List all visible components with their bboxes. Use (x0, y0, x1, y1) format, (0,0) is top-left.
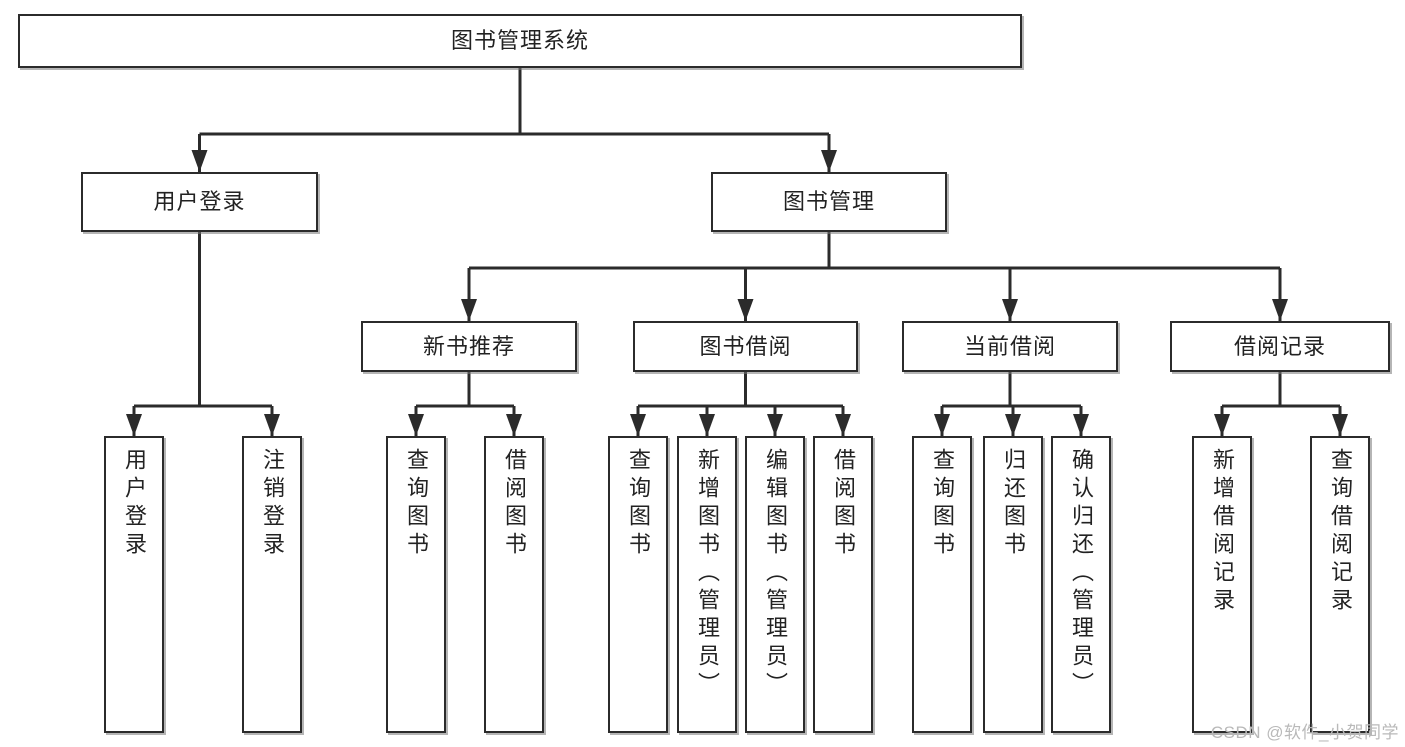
arrowhead-bookmgr (821, 150, 837, 172)
node-label: 图书管理 (782, 189, 875, 215)
node-label: 图书借阅 (699, 333, 792, 359)
node-label: 查询借阅记录 (1328, 448, 1353, 616)
node-leaf-user-logout[interactable]: 注销登录 (242, 436, 302, 733)
arrowhead-leaf-cu-confirm (1073, 414, 1089, 436)
node-label: 用户登录 (153, 189, 246, 215)
node-leaf-cu-return[interactable]: 归还图书 (983, 436, 1043, 733)
node-current[interactable]: 当前借阅 (902, 321, 1118, 372)
arrowhead-leaf-bo-borrow (835, 414, 851, 436)
arrowhead-current (1002, 299, 1018, 321)
arrowhead-leaf-re-add (1214, 414, 1230, 436)
node-label: 查询图书 (626, 448, 651, 560)
node-label: 归还图书 (1001, 448, 1026, 560)
arrowhead-leaf-cu-query (934, 414, 950, 436)
node-label: 图书管理系统 (450, 28, 589, 54)
node-label: 借阅记录 (1233, 333, 1326, 359)
node-label: 查询图书 (404, 448, 429, 560)
arrowhead-borrow (737, 299, 754, 321)
node-label: 新增图书（管理员） (695, 448, 720, 700)
arrowhead-leaf-nb-borrow (506, 414, 522, 436)
arrowhead-leaf-re-query (1332, 414, 1348, 436)
node-label: 新书推荐 (422, 333, 515, 359)
node-leaf-bo-borrow[interactable]: 借阅图书 (813, 436, 873, 733)
node-label: 注销登录 (260, 448, 285, 560)
node-leaf-cu-confirm[interactable]: 确认归还（管理员） (1051, 436, 1111, 733)
node-leaf-re-query[interactable]: 查询借阅记录 (1310, 436, 1370, 733)
node-login[interactable]: 用户登录 (81, 172, 318, 232)
node-newbook[interactable]: 新书推荐 (361, 321, 577, 372)
arrowhead-leaf-user-logout (264, 414, 280, 436)
node-label: 当前借阅 (963, 333, 1056, 359)
node-leaf-bo-add[interactable]: 新增图书（管理员） (677, 436, 737, 733)
node-leaf-user-login[interactable]: 用户登录 (104, 436, 164, 733)
arrowhead-newbook (461, 299, 477, 321)
node-leaf-re-add[interactable]: 新增借阅记录 (1192, 436, 1252, 733)
node-label: 新增借阅记录 (1210, 448, 1235, 616)
node-label: 查询图书 (930, 448, 955, 560)
arrowhead-leaf-bo-edit (767, 414, 783, 436)
arrowhead-leaf-cu-return (1005, 414, 1021, 436)
watermark-label: CSDN @软件_小贺同学 (1210, 723, 1399, 742)
node-label: 编辑图书（管理员） (763, 448, 788, 700)
arrowhead-leaf-bo-query (630, 414, 646, 436)
arrowhead-login (191, 150, 208, 172)
node-label: 借阅图书 (502, 448, 527, 560)
node-leaf-nb-query[interactable]: 查询图书 (386, 436, 446, 733)
node-root[interactable]: 图书管理系统 (18, 14, 1022, 68)
node-label: 确认归还（管理员） (1069, 448, 1094, 700)
node-leaf-nb-borrow[interactable]: 借阅图书 (484, 436, 544, 733)
arrowhead-records (1272, 299, 1288, 321)
node-leaf-cu-query[interactable]: 查询图书 (912, 436, 972, 733)
node-bookmgr[interactable]: 图书管理 (711, 172, 947, 232)
arrowhead-leaf-nb-query (408, 414, 424, 436)
node-borrow[interactable]: 图书借阅 (633, 321, 858, 372)
node-label: 用户登录 (122, 448, 147, 560)
arrowhead-leaf-bo-add (699, 414, 715, 436)
node-leaf-bo-edit[interactable]: 编辑图书（管理员） (745, 436, 805, 733)
node-label: 借阅图书 (831, 448, 856, 560)
node-records[interactable]: 借阅记录 (1170, 321, 1390, 372)
node-leaf-bo-query[interactable]: 查询图书 (608, 436, 668, 733)
arrowhead-leaf-user-login (126, 414, 142, 436)
